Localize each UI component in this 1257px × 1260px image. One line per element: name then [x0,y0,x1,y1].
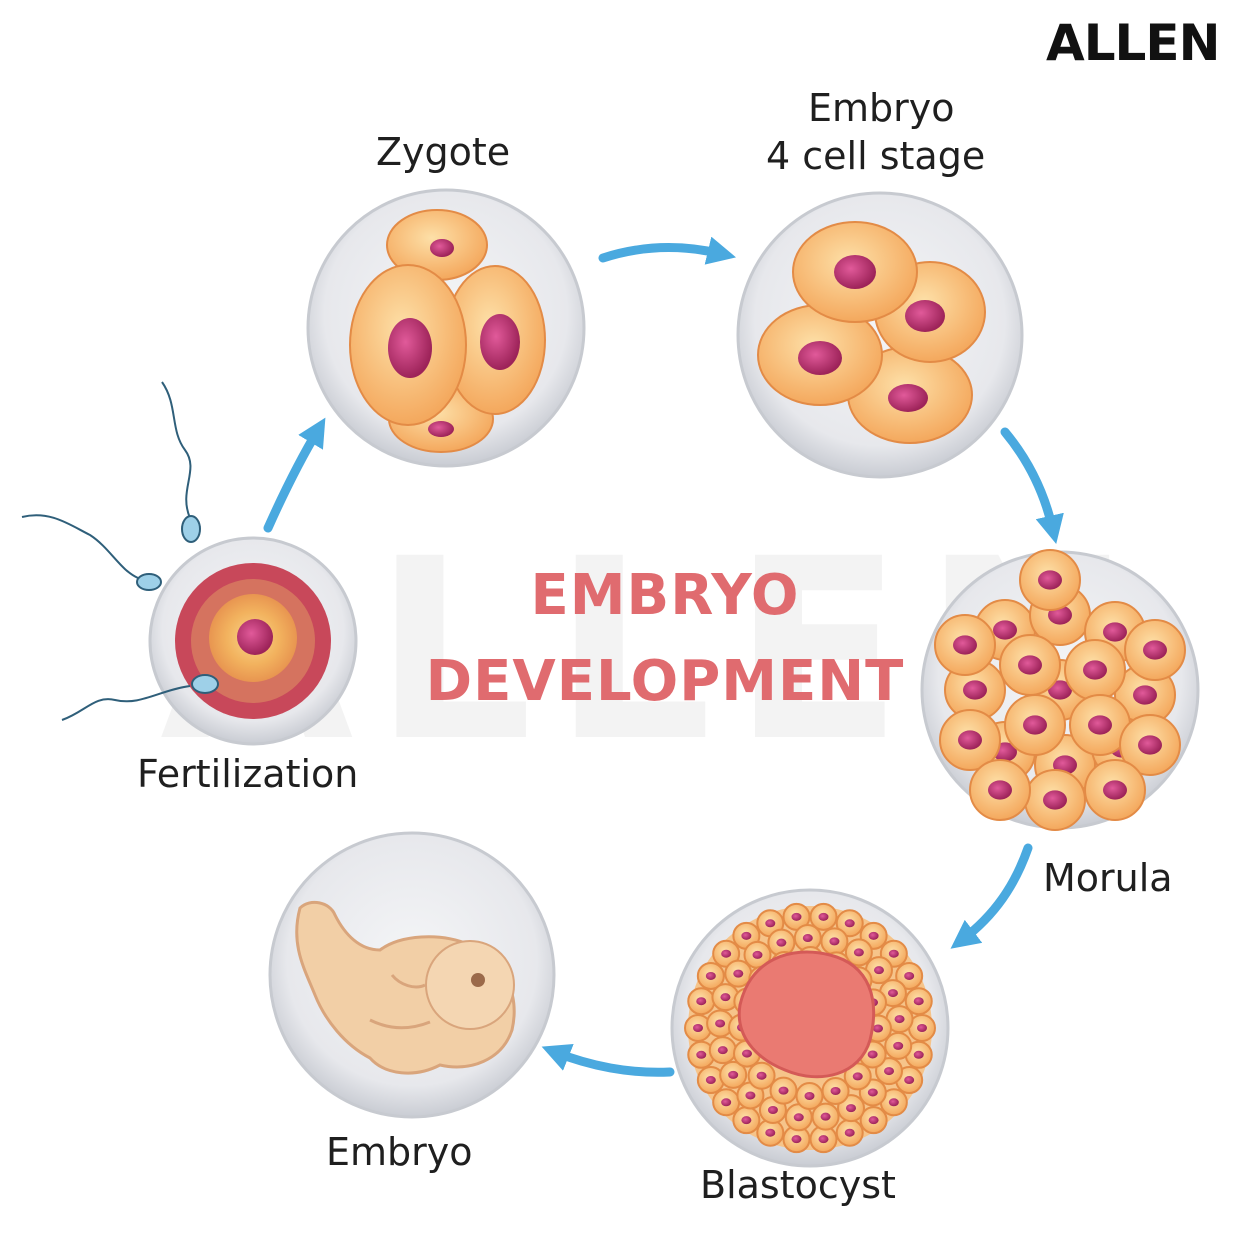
zygote-illustration [306,188,586,468]
title-line-1: EMBRYO [530,563,800,628]
title-line-2: DEVELOPMENT [425,649,905,714]
morula-illustration [920,549,1200,831]
label-zygote: Zygote [376,130,511,174]
label-embryo-4cell-line2: 4 cell stage [766,134,986,178]
arrow-4cell-to-morula [1000,427,1064,545]
label-fertilization: Fertilization [137,752,359,796]
label-morula: Morula [1043,856,1173,900]
label-blastocyst: Blastocyst [700,1163,896,1207]
fertilization-illustration [21,381,358,746]
label-embryo: Embryo [326,1130,473,1174]
arrow-zygote-to-4cell [598,236,737,265]
label-embryo-4cell-line1: Embryo [808,86,955,130]
embryo-illustration [268,831,556,1119]
arrow-morula-to-blastocyst [950,843,1033,949]
arrow-blastocyst-to-embryo [541,1043,675,1077]
allen-logo: ALLEN [1046,14,1220,72]
arrow-fertilization-to-zygote [263,417,326,533]
blastocyst-illustration [670,888,950,1168]
embryo-4-cell-illustration [736,191,1024,479]
